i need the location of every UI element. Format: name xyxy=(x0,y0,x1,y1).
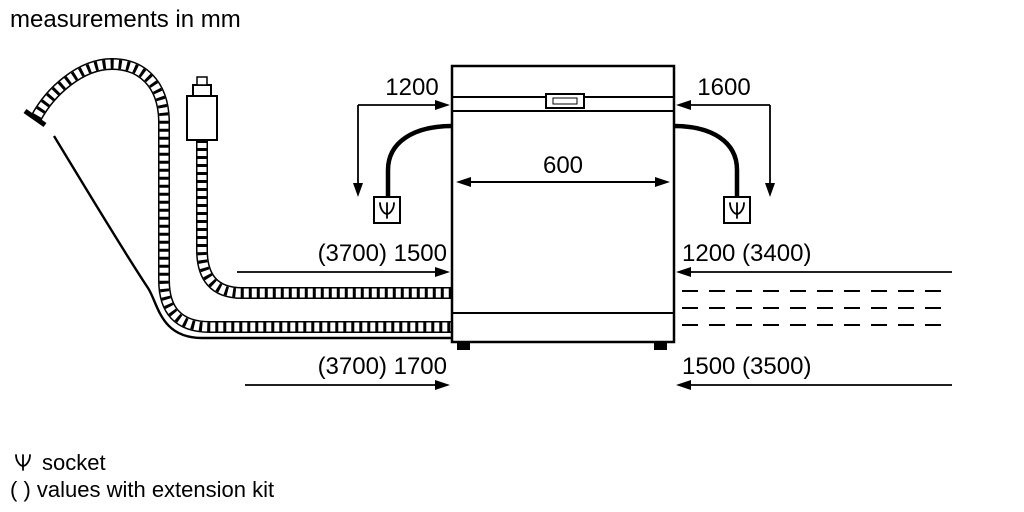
arrow-right xyxy=(435,267,450,277)
arrow-left xyxy=(456,177,471,187)
arrow-left xyxy=(676,380,691,390)
foot-left xyxy=(457,342,470,350)
arrow-left xyxy=(676,100,691,110)
arrow-right xyxy=(435,100,450,110)
extension-dashed-lines xyxy=(682,290,950,326)
dim-drain-hose: (3700) 1700 xyxy=(245,353,450,390)
label-1600: 1600 xyxy=(697,74,750,101)
dim-right-lower: 1500 (3500) xyxy=(676,353,952,390)
socket-left-group: 1200 xyxy=(353,74,453,224)
label-1200: 1200 xyxy=(385,74,438,101)
arrow-down xyxy=(353,183,363,197)
power-cord xyxy=(52,135,456,340)
label-3700-1500: (3700) 1500 xyxy=(318,240,447,267)
arrow-right xyxy=(435,380,450,390)
label-3700-1700: (3700) 1700 xyxy=(318,353,447,380)
supply-hose xyxy=(196,140,456,299)
page-title: measurements in mm xyxy=(10,6,241,33)
foot-right xyxy=(654,342,667,350)
label-1500-3500: 1500 (3500) xyxy=(682,353,811,380)
label-width-600: 600 xyxy=(543,152,583,179)
dim-appliance-width: 600 xyxy=(456,152,670,187)
legend: socket ( ) values with extension kit xyxy=(10,450,274,502)
tap-coupling xyxy=(192,84,212,97)
legend-socket-label: socket xyxy=(42,450,106,475)
door-handle-inner xyxy=(552,97,578,105)
aquastop-valve xyxy=(186,76,218,141)
dim-right-upper: 1200 (3400) xyxy=(676,240,952,277)
dishwasher xyxy=(450,64,676,350)
arrow-left xyxy=(676,267,691,277)
arrow-down xyxy=(765,183,775,197)
socket-right-group: 1600 xyxy=(673,74,775,224)
drain-hose xyxy=(23,57,456,333)
legend-extension-note: ( ) values with extension kit xyxy=(10,477,274,502)
label-1200-3400: 1200 (3400) xyxy=(682,240,811,267)
tap-fitting xyxy=(196,76,208,86)
arrow-right xyxy=(655,177,670,187)
drain-hose-end-cap xyxy=(23,108,47,128)
dim-supply-hose: (3700) 1500 xyxy=(237,240,450,277)
door-handle xyxy=(545,93,585,109)
power-cable-right xyxy=(673,123,740,197)
power-cable-left xyxy=(385,123,453,197)
